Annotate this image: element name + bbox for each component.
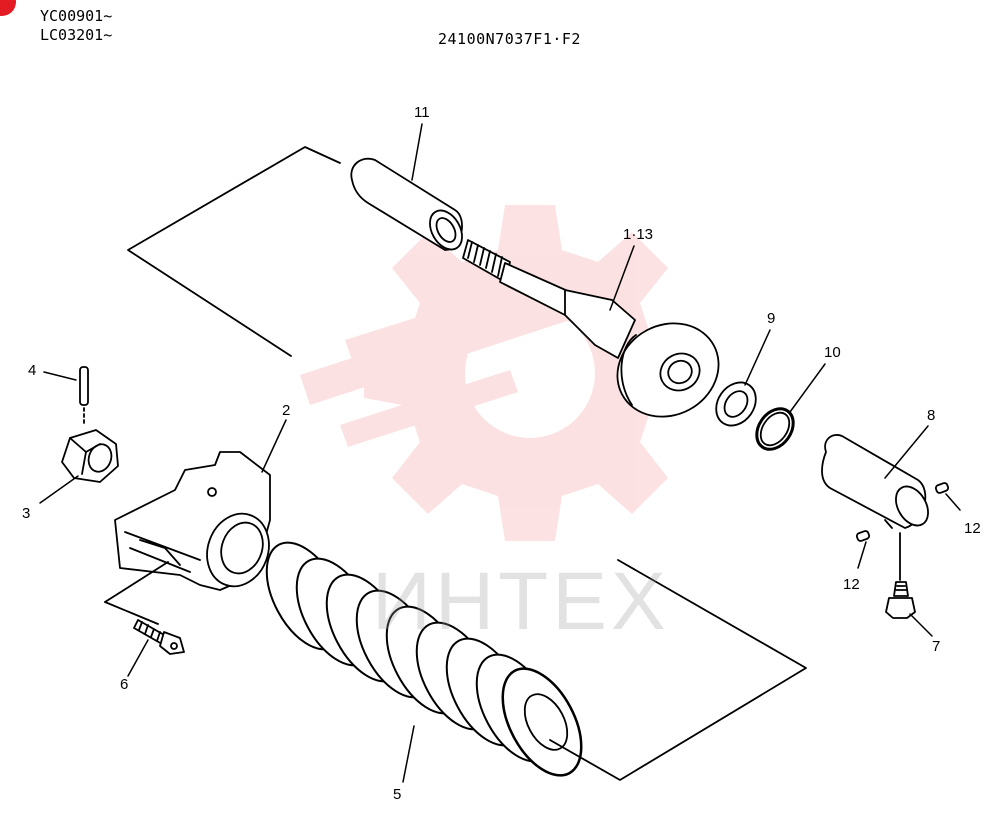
serial-range-2: LC03201~ xyxy=(40,26,113,44)
part-9-washer xyxy=(715,381,757,427)
leader-lines-part-5 xyxy=(549,559,807,781)
callout-4: 4 xyxy=(28,362,37,379)
part-10-oring xyxy=(755,407,795,451)
part-number: 24100N7037F1·F2 xyxy=(438,30,581,48)
callout-9: 9 xyxy=(767,310,776,327)
callout-12-left: 12 xyxy=(843,576,860,593)
callout-8: 8 xyxy=(927,407,936,424)
callout-10: 10 xyxy=(824,344,841,361)
watermark-gear-logo xyxy=(300,205,696,541)
leader-lines-part-11 xyxy=(127,146,341,357)
callout-1-13: 1·13 xyxy=(623,226,654,243)
serial-range-1: YC00901~ xyxy=(40,7,113,25)
part-6-bolt xyxy=(133,619,185,655)
callout-3: 3 xyxy=(22,505,31,522)
callout-7: 7 xyxy=(932,638,941,655)
part-11-sleeve xyxy=(350,157,463,251)
callout-5: 5 xyxy=(393,786,402,803)
callout-12-right: 12 xyxy=(964,520,981,537)
callout-11: 11 xyxy=(414,104,430,121)
part-5-spring xyxy=(265,541,583,777)
part-4-spring-pin xyxy=(79,366,89,426)
callout-leaders xyxy=(39,123,961,783)
part-3-hex-nut xyxy=(61,429,119,483)
part-2-bracket xyxy=(104,451,271,625)
part-12-dowels xyxy=(855,482,950,542)
part-8-pin xyxy=(821,434,929,529)
part-1-rod xyxy=(462,239,720,418)
part-7-grease-nipple xyxy=(885,532,916,619)
callout-2: 2 xyxy=(282,402,291,419)
watermark-text: ИНТЕХ xyxy=(372,556,670,647)
callout-6: 6 xyxy=(120,676,129,693)
